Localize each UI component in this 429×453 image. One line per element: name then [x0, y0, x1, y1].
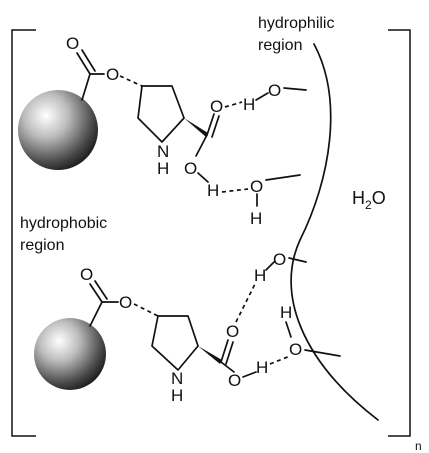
upper-h-bond-to-water — [221, 188, 249, 193]
surface-hydroxyl-1-hydrogen: H — [243, 95, 255, 114]
surface-hydroxyl-1-tether — [283, 87, 307, 91]
upper-proline-unit: O O N H O O H — [18, 34, 249, 200]
upper-ring-nh-hydrogen: H — [157, 159, 169, 178]
lower-hashed-wedge — [133, 303, 159, 317]
lower-bead-linker-bond — [89, 301, 103, 327]
upper-ester-carbonyl-bond-a — [76, 52, 91, 75]
surface-hydroxyl-2-tether — [265, 174, 301, 181]
upper-acid-carbonyl-b — [211, 115, 220, 138]
hydrophilic-label-line2: region — [258, 37, 302, 54]
lower-ester-carbonyl-bond-b — [94, 280, 108, 300]
surface-hydroxyl-1-oh-bond — [255, 92, 269, 101]
surface-hydroxyl-4-tether — [304, 349, 341, 357]
upper-bead-linker-bond — [81, 73, 91, 101]
lower-bold-wedge — [198, 346, 222, 364]
hydrophobic-label-line1: hydrophobic — [20, 215, 107, 232]
upper-acid-carbonyl-a — [206, 113, 215, 136]
lower-pyrrolidine-ring — [151, 315, 199, 371]
lower-acid-carbonyl-b — [225, 341, 234, 365]
left-bracket — [11, 29, 36, 437]
hydrophobic-label-line2: region — [20, 237, 64, 254]
surface-hydroxyl-2-hydrogen: H — [250, 209, 262, 228]
surface-hydroxyl-2-oxygen: O — [250, 177, 263, 196]
upper-acid-hydroxyl-hydrogen: H — [207, 181, 219, 200]
surface-hydroxyl-3-hydrogen: H — [254, 266, 266, 285]
lower-acid-carbonyl-oxygen: O — [226, 322, 239, 341]
lower-acid-carbonyl-a — [220, 339, 229, 363]
upper-hashed-wedge — [119, 75, 143, 87]
upper-ester-oxygen: O — [106, 65, 119, 84]
lower-acid-hydroxyl-oxygen: O — [228, 371, 241, 390]
repeat-subscript: n — [415, 439, 422, 453]
surface-hydroxyl-1-oxygen: O — [268, 81, 281, 100]
lower-acid-oh-h-bond — [242, 371, 257, 378]
surface-hydroxyl-3-oh-bond — [265, 261, 275, 271]
lower-ring-nh-hydrogen: H — [171, 386, 183, 405]
surface-hydroxyl-4-oxygen: O — [289, 340, 302, 359]
water-label: H2O — [352, 188, 386, 212]
lower-ester-carbonyl-bond-a — [89, 283, 103, 303]
lower-ester-oxygen: O — [119, 293, 132, 312]
lower-ring-nitrogen: N — [171, 369, 183, 388]
upper-acid-oh-h-bond — [197, 172, 209, 183]
upper-acid-hydroxyl-oxygen: O — [184, 159, 197, 178]
upper-ring-nitrogen: N — [157, 142, 169, 161]
lower-acid-hydroxyl-hydrogen: H — [256, 358, 268, 377]
surface-hydroxyl-4-hydrogen: H — [280, 303, 292, 322]
upper-bold-wedge — [184, 118, 208, 137]
upper-acid-carbonyl-oxygen: O — [210, 97, 223, 116]
lower-proline-unit: O O N H O O H — [34, 265, 291, 405]
upper-ester-carbonyl-oxygen: O — [66, 34, 79, 53]
phase-boundary-curve — [290, 43, 379, 421]
surface-hydroxyl-4-oh-bond — [285, 321, 292, 338]
hydrophilic-label-line1: hydrophilic — [258, 15, 334, 32]
surface-hydroxyl-3-tether — [288, 257, 307, 263]
upper-resin-bead — [18, 90, 98, 170]
lower-acid-oh-bond — [220, 361, 235, 373]
upper-pyrrolidine-ring — [137, 85, 185, 143]
lower-h-bond-carbonyl — [235, 281, 257, 323]
lower-ester-carbonyl-oxygen: O — [80, 265, 93, 284]
upper-acid-oh-bond — [195, 134, 208, 157]
lower-resin-bead — [34, 318, 106, 390]
upper-h-bond-carbonyl — [224, 101, 243, 108]
upper-ester-carbonyl-bond-b — [81, 49, 96, 72]
surface-hydroxyl-3-oxygen: O — [273, 250, 286, 269]
right-bracket — [388, 29, 411, 437]
lower-h-bond-to-water — [269, 355, 291, 365]
